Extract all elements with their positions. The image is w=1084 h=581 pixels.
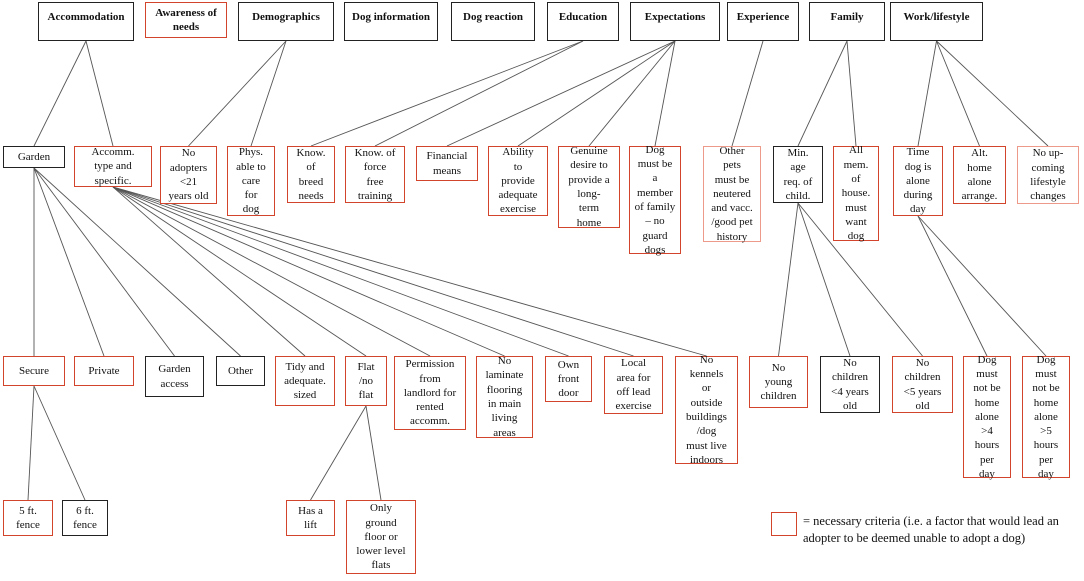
category-accommodation: Accommodation	[38, 2, 134, 41]
edge-n12-n31	[112, 186, 306, 357]
node-has-a-lift: Has a lift	[286, 500, 335, 536]
node-tidy-adequately-sized: Tidy and adequate. sized	[275, 356, 335, 406]
legend-text: = necessary criteria (i.e. a factor that…	[803, 514, 1059, 545]
category-experience: Experience	[727, 2, 799, 41]
node-alt-home-alone-arrangement: Alt. home alone arrange.	[953, 146, 1006, 204]
node-all-household-want-dog: All mem. of house. must want dog	[833, 144, 879, 242]
edge-n12-n33	[112, 186, 431, 357]
edge-n7-n19	[588, 40, 676, 147]
category-dog-reaction: Dog reaction	[451, 2, 535, 41]
node-flat-no-flat: Flat /no flat	[345, 356, 387, 406]
category-expectations: Expectations	[630, 2, 720, 41]
edge-n6-n15	[310, 40, 584, 147]
edge-n10-n24	[917, 40, 937, 147]
edge-n12-n35	[112, 186, 569, 357]
category-dog-information: Dog information	[344, 2, 438, 41]
node-financial-means: Financial means	[416, 146, 478, 181]
category-awareness-of-needs: Awareness of needs	[145, 2, 227, 38]
node-no-children-under-4: No children <4 years old	[820, 356, 880, 413]
node-not-alone-over-5-hours: Dog must not be home alone >5 hours per …	[1022, 354, 1070, 480]
edge-n7-n20	[654, 40, 676, 147]
edge-n11-n29	[33, 167, 175, 357]
node-time-dog-alone: Time dog is alone during day	[893, 146, 943, 216]
edge-n27-n43	[27, 385, 35, 501]
edge-n1-n11	[33, 40, 87, 147]
edge-n3-n14	[250, 40, 287, 147]
edge-n6-n16	[374, 40, 584, 147]
node-6ft-fence: 6 ft. fence	[62, 500, 108, 536]
node-ground-floor-flats: Only ground floor or lower level flats	[346, 500, 416, 574]
node-private: Private	[74, 356, 134, 386]
node-no-kennels-live-indoors: No kennels or outside buildings /dog mus…	[675, 354, 738, 466]
edge-n32-n45	[310, 405, 367, 501]
edge-n12-n34	[112, 186, 505, 357]
node-garden: Garden	[3, 146, 65, 168]
edge-n27-n44	[33, 385, 86, 501]
edge-n12-n32	[112, 186, 367, 357]
node-physically-able: Phys. able to care for dog	[227, 146, 275, 216]
edge-n10-n25	[936, 40, 980, 147]
edge-n24-n41	[917, 215, 988, 357]
edge-n22-n39	[797, 202, 851, 357]
edge-n22-n40	[797, 202, 923, 357]
node-no-laminate-flooring: No laminate flooring in main living area…	[476, 355, 533, 439]
category-work-lifestyle: Work/lifestyle	[890, 2, 983, 41]
legend-swatch	[771, 512, 797, 536]
node-other-pets-neutered: Other pets must be neutered and vacc. /g…	[703, 145, 761, 243]
edge-n32-n46	[365, 405, 382, 501]
node-accommodation-type: Accomm. type and specific.	[74, 146, 152, 187]
node-5ft-fence: 5 ft. fence	[3, 500, 53, 536]
node-knowledge-force-free-training: Know. of force free training	[345, 146, 405, 203]
edge-n7-n17	[446, 40, 676, 147]
node-dog-member-of-family: Dog must be a member of family – no guar…	[629, 144, 681, 256]
node-own-front-door: Own front door	[545, 356, 592, 402]
edge-n11-n30	[33, 167, 241, 357]
node-min-age-of-children: Min. age req. of child.	[773, 146, 823, 203]
edge-n9-n23	[846, 40, 857, 147]
node-no-young-children: No young children	[749, 356, 808, 408]
node-knowledge-breed-needs: Know. of breed needs	[287, 146, 335, 203]
edge-n7-n18	[517, 40, 676, 147]
edge-n10-n26	[936, 40, 1049, 147]
category-demographics: Demographics	[238, 2, 334, 41]
edge-n3-n13	[188, 40, 287, 147]
edge-n12-n36	[112, 186, 634, 357]
node-secure: Secure	[3, 356, 65, 386]
edge-n22-n38	[778, 202, 799, 357]
edge-n11-n28	[33, 167, 105, 357]
edge-n1-n12	[85, 40, 114, 147]
node-no-upcoming-lifestyle-changes: No up- coming lifestyle changes	[1017, 146, 1079, 204]
node-permission-from-landlord: Permission from landlord for rented acco…	[394, 356, 466, 430]
node-garden-access: Garden access	[145, 356, 204, 397]
node-other: Other	[216, 356, 265, 386]
edge-n8-n21	[731, 40, 764, 147]
edge-n12-n37	[112, 186, 707, 357]
edge-n24-n42	[917, 215, 1047, 357]
node-no-adopters-under-21: No adopters <21 years old	[160, 146, 217, 204]
node-no-children-under-5: No children <5 years old	[892, 356, 953, 413]
node-genuine-desire-long-term-home: Genuine desire to provide a long- term h…	[558, 145, 620, 229]
node-not-alone-over-4-hours: Dog must not be home alone >4 hours per …	[963, 354, 1011, 480]
node-ability-adequate-exercise: Ability to provide adequate exercise	[488, 146, 548, 216]
node-local-off-lead-area: Local area for off lead exercise	[604, 356, 663, 414]
category-education: Education	[547, 2, 619, 41]
edge-n9-n22	[797, 40, 848, 147]
category-family: Family	[809, 2, 885, 41]
